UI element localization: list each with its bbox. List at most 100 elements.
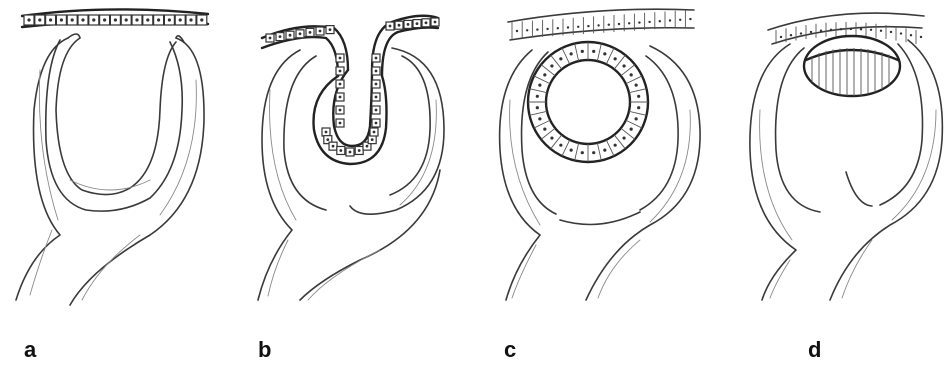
cell-nucleus (567, 26, 569, 28)
panel-c-lens-vesicle (528, 42, 648, 162)
cell-nucleus (648, 21, 650, 23)
cell-nucleus (189, 18, 192, 21)
panel-d-drawing (750, 13, 942, 300)
cell-nucleus (581, 151, 584, 154)
cell-nucleus (850, 28, 852, 30)
cell-nucleus (900, 32, 902, 34)
panel-b-drawing (258, 16, 444, 300)
vesicle-cell-wall (597, 44, 601, 62)
panel-c-surface-ectoderm (508, 9, 694, 40)
cell-nucleus (157, 18, 160, 21)
cell-nucleus (860, 28, 862, 30)
cell-nucleus (679, 19, 681, 21)
cell-nucleus (179, 18, 182, 21)
cell-nucleus (538, 117, 541, 120)
vesicle-cell-wall (597, 143, 601, 161)
panel-label-c: c (504, 339, 516, 361)
cell-nucleus (559, 57, 562, 60)
cell-nucleus (398, 24, 401, 27)
cell-nucleus (603, 52, 606, 55)
cell-nucleus (389, 25, 392, 28)
cell-nucleus (407, 23, 410, 26)
cell-nucleus (592, 151, 595, 154)
vesicle-cell-wall (629, 111, 647, 115)
cell-nucleus (339, 109, 342, 112)
cell-nucleus (689, 18, 691, 20)
cell-nucleus (168, 18, 171, 21)
cell-nucleus (325, 131, 328, 134)
cell-nucleus (587, 25, 589, 27)
cell-nucleus (635, 84, 638, 87)
vesicle-cell-wall (534, 76, 550, 84)
cell-nucleus (375, 109, 378, 112)
cell-nucleus (349, 151, 352, 154)
cell-nucleus (543, 73, 546, 76)
cell-nucleus (920, 36, 922, 38)
cell-nucleus (146, 18, 149, 21)
panel-d-optic-cup (750, 40, 942, 300)
vesicle-cell-wall (606, 48, 614, 64)
cell-nucleus (597, 24, 599, 26)
cell-nucleus (628, 22, 630, 24)
cell-nucleus (339, 70, 342, 73)
cell-nucleus (81, 18, 84, 21)
panel-a-optic-cup (16, 34, 204, 305)
cell-nucleus (622, 136, 625, 139)
cell-nucleus (375, 57, 378, 60)
cell-nucleus (570, 149, 573, 152)
cell-nucleus (659, 20, 661, 22)
vesicle-cell-wall (575, 44, 579, 62)
cell-nucleus (289, 34, 292, 37)
cell-nucleus (570, 52, 573, 55)
cell-nucleus (92, 18, 95, 21)
cell-nucleus (637, 106, 640, 109)
cell-nucleus (339, 83, 342, 86)
cell-nucleus (339, 149, 342, 152)
cell-nucleus (319, 30, 322, 33)
cell-nucleus (546, 28, 548, 30)
cell-nucleus (810, 31, 812, 33)
cell-nucleus (820, 30, 822, 32)
panel-c-drawing (500, 9, 700, 300)
cell-nucleus (375, 96, 378, 99)
panel-a-drawing (16, 9, 208, 305)
cell-nucleus (416, 22, 419, 25)
vesicle-cell-wall (562, 140, 570, 156)
panel-label-d: d (808, 339, 821, 361)
panel-label-a: a (24, 339, 36, 361)
cell-nucleus (358, 149, 361, 152)
panel-a-surface-ectoderm (22, 9, 208, 27)
cell-nucleus (614, 144, 617, 147)
cell-nucleus (375, 70, 378, 73)
cell-nucleus (339, 96, 342, 99)
cell-nucleus (339, 57, 342, 60)
cell-nucleus (840, 28, 842, 30)
cell-nucleus (538, 84, 541, 87)
cell-nucleus (71, 18, 74, 21)
cell-nucleus (550, 136, 553, 139)
panel-b-optic-cup (258, 48, 444, 300)
cell-nucleus (536, 95, 539, 98)
vesicle-cell-wall (629, 89, 647, 93)
panel-label-b: b (258, 339, 271, 361)
cell-nucleus (38, 18, 41, 21)
cell-nucleus (880, 30, 882, 32)
cell-nucleus (60, 18, 63, 21)
cell-nucleus (669, 19, 671, 21)
cell-nucleus (559, 144, 562, 147)
cell-nucleus (27, 18, 30, 21)
cell-nucleus (269, 37, 272, 40)
vesicle-cell-wall (606, 140, 614, 156)
cell-nucleus (434, 21, 437, 24)
cell-nucleus (910, 34, 912, 36)
cell-nucleus (375, 83, 378, 86)
panel-d-lens-fibers (804, 36, 900, 96)
cell-nucleus (329, 28, 332, 31)
cell-nucleus (635, 117, 638, 120)
cell-nucleus (543, 128, 546, 131)
cell-nucleus (125, 18, 128, 21)
cell-nucleus (557, 27, 559, 29)
cell-nucleus (375, 122, 378, 125)
